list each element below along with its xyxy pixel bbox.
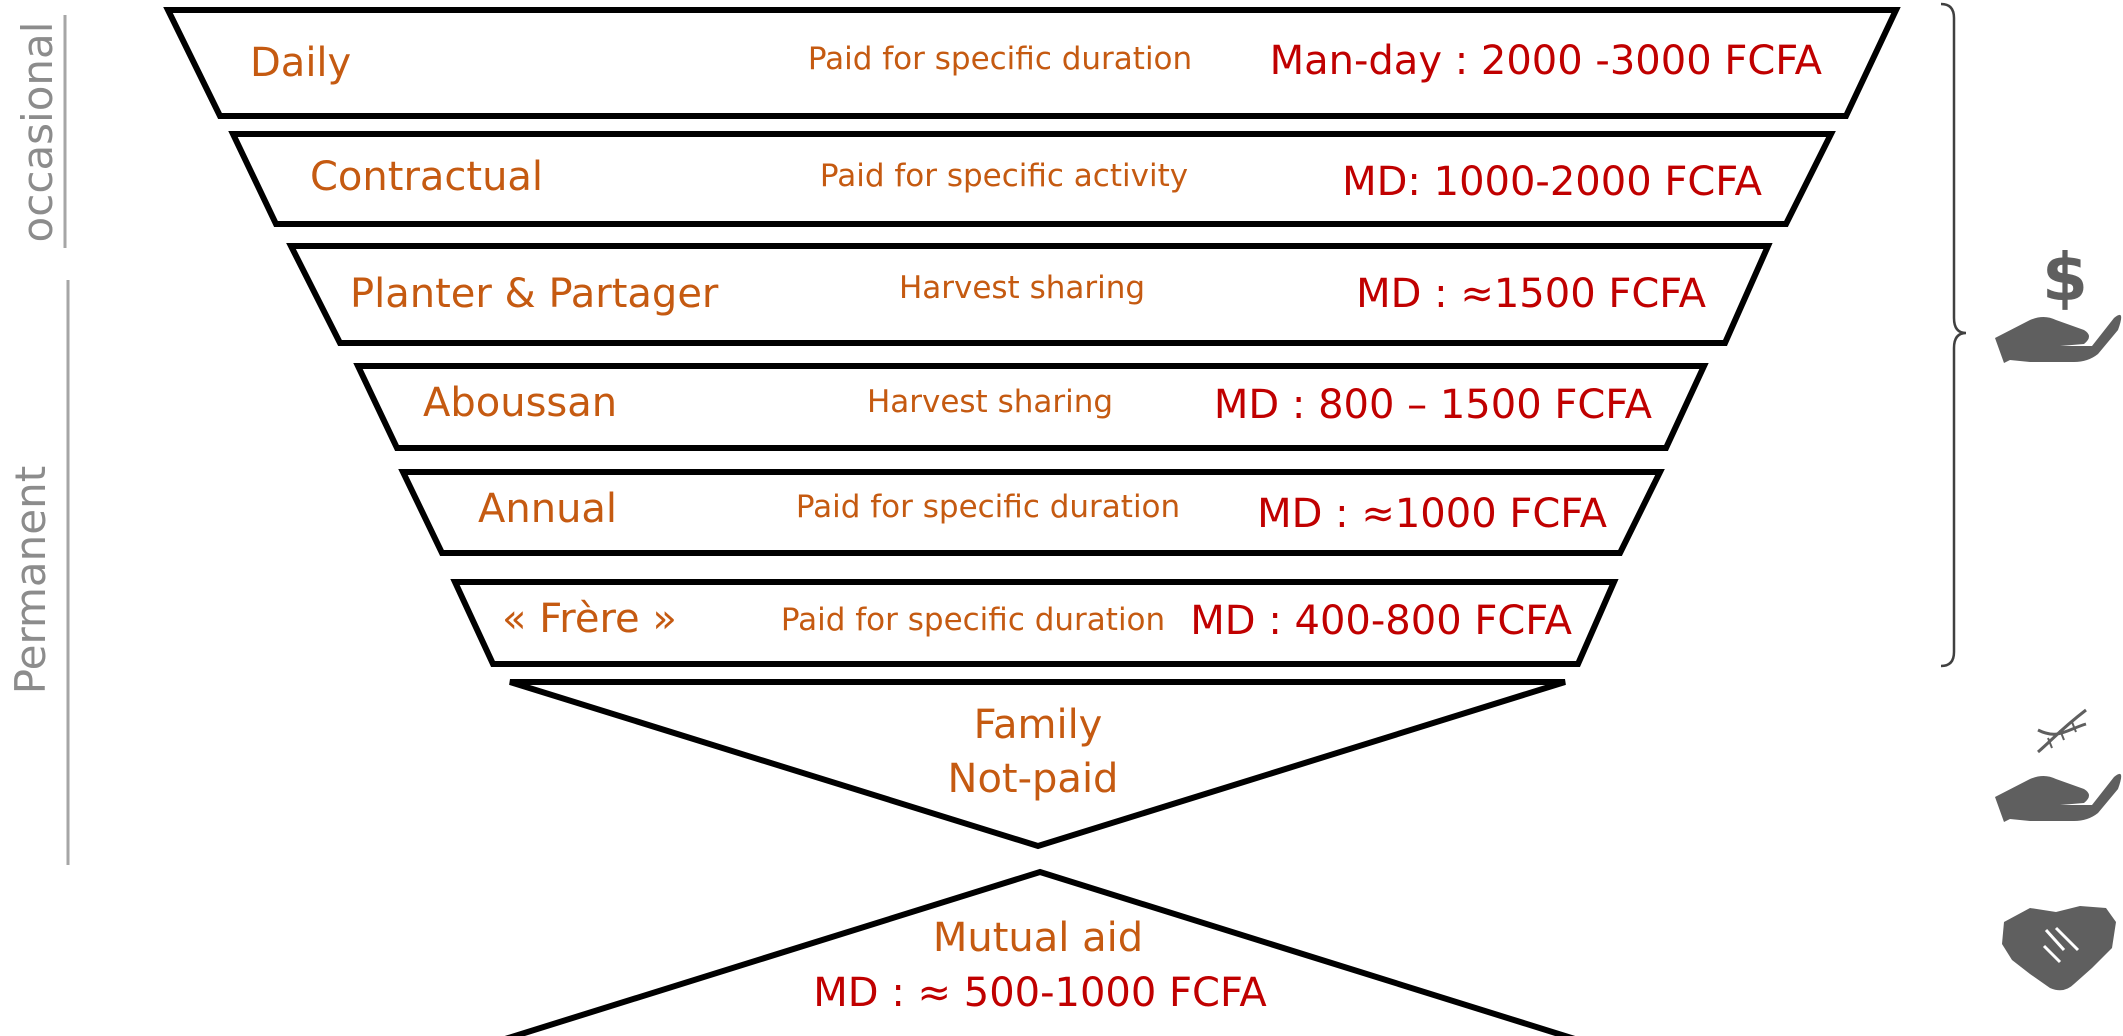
- tier-description: Harvest sharing: [899, 270, 1145, 306]
- paid-tiers-brace: [1940, 2, 1967, 668]
- tier-family: Family Not-paid: [509, 679, 1566, 850]
- tier-description: Paid for specific duration: [781, 602, 1165, 638]
- tier-cost: Man-day : 2000 -3000 FCFA: [1270, 38, 1823, 84]
- permanent-label: Permanent: [6, 466, 55, 694]
- svg-text:$: $: [2042, 239, 2088, 316]
- hand-dna-icon: [1995, 708, 2122, 822]
- tier-planter-partager: Planter & Partager Harvest sharing MD : …: [286, 243, 1773, 346]
- tier-name: « Frère »: [502, 596, 677, 642]
- tier-contractual: Contractual Paid for specific activity M…: [228, 131, 1836, 227]
- tier-description: Paid for specific duration: [808, 41, 1192, 77]
- occasional-label: occasional: [13, 22, 62, 243]
- mutual-aid-label: Mutual aid: [933, 915, 1143, 961]
- permanent-bracket: Permanent: [6, 280, 70, 865]
- tier-description: Paid for specific duration: [796, 489, 1180, 525]
- tier-name: Contractual: [310, 154, 543, 200]
- tier-cost: MD : ≈1000 FCFA: [1257, 491, 1608, 537]
- tier-name: Daily: [250, 40, 351, 86]
- handshake-icon: [2002, 906, 2116, 991]
- tier-frere: « Frère » Paid for specific duration MD …: [450, 579, 1619, 667]
- tier-cost: MD: 1000-2000 FCFA: [1342, 159, 1763, 205]
- family-pay-label: Not-paid: [948, 756, 1119, 802]
- hand-dollar-icon: $: [1995, 239, 2122, 363]
- occasional-bracket: occasional: [13, 15, 67, 248]
- family-label: Family: [974, 702, 1103, 748]
- tier-name: Annual: [478, 486, 617, 532]
- tier-description: Harvest sharing: [867, 384, 1113, 420]
- tier-cost: MD : 800 – 1500 FCFA: [1214, 382, 1653, 428]
- tier-name: Planter & Partager: [350, 271, 719, 317]
- tier-mutual-aid: Mutual aid MD : ≈ 500-1000 FCFA: [504, 868, 1576, 1036]
- tier-annual: Annual Paid for specific duration MD : ≈…: [398, 469, 1665, 556]
- mutual-aid-cost: MD : ≈ 500-1000 FCFA: [813, 970, 1267, 1016]
- tier-description: Paid for specific activity: [820, 158, 1188, 194]
- tier-cost: MD : 400-800 FCFA: [1190, 598, 1572, 644]
- tier-name: Aboussan: [423, 380, 617, 426]
- tier-aboussan: Aboussan Harvest sharing MD : 800 – 1500…: [353, 363, 1709, 451]
- tier-daily: Daily Paid for specific duration Man-day…: [163, 7, 1901, 119]
- tier-cost: MD : ≈1500 FCFA: [1356, 271, 1707, 317]
